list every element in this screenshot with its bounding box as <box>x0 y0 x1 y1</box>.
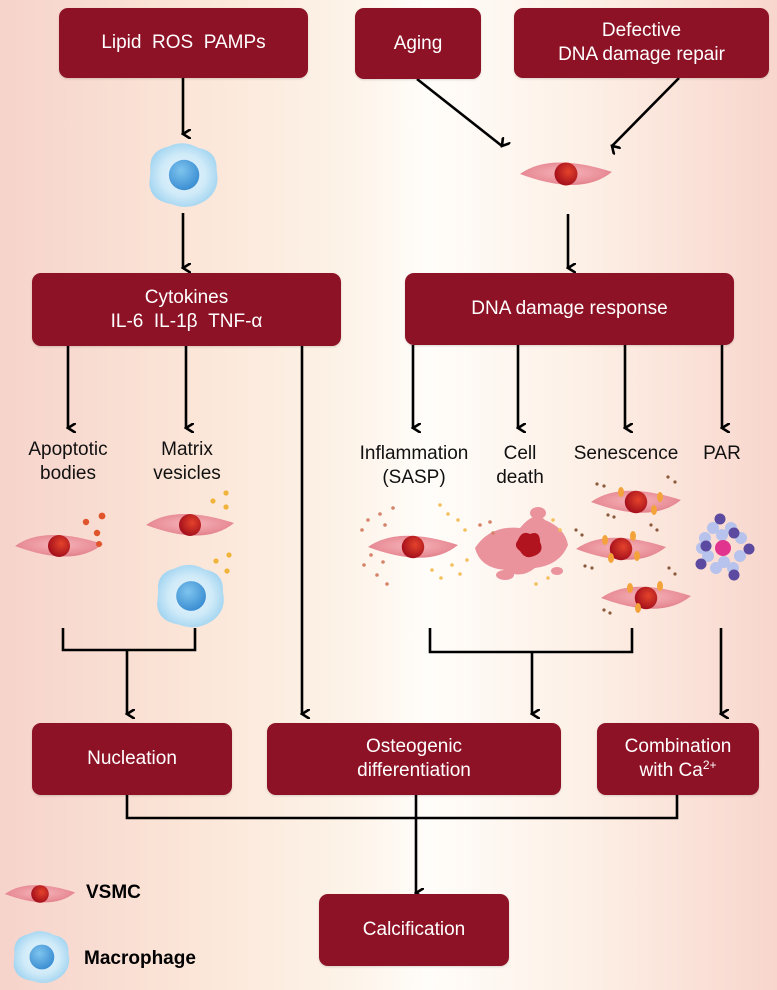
matrix-line1: Matrix <box>161 439 213 460</box>
dna-damage-response-label: DNA damage response <box>471 298 668 320</box>
senescence-cells-icon <box>574 475 691 615</box>
matrix-line2: vesicles <box>153 462 221 484</box>
aging-label: Aging <box>393 32 443 54</box>
vsmc-apoptotic-icon <box>15 534 103 557</box>
matrix-vesicles-icon <box>210 490 232 574</box>
osteogenic-line2: differentiation <box>357 760 471 781</box>
defective-repair-line1: Defective <box>601 20 682 42</box>
apoptotic-bodies-icon <box>82 512 106 547</box>
bracket-left <box>61 628 197 652</box>
senescence-text: Senescence <box>573 443 679 464</box>
combination-line1: Combination <box>624 736 732 758</box>
lipid-ros-pamps-label: Lipid ROS PAMPs <box>101 32 266 54</box>
vsmc-icon <box>520 162 612 186</box>
inflammation-line2: (SASP) <box>382 466 446 488</box>
arrow-repair-to-vsmc <box>612 77 680 146</box>
cytokines-box: Cytokines IL-6 IL-1β TNF-α <box>32 273 341 346</box>
cytokines-line2: IL-6 IL-1β TNF-α <box>110 310 263 332</box>
osteogenic-differentiation-box: Osteogenic differentiation <box>267 723 561 795</box>
osteogenic-line1: Osteogenic <box>365 736 463 758</box>
macrophage-matrix-icon <box>157 564 224 628</box>
calcium-charge: 2+ <box>702 758 717 772</box>
arrow-aging-to-vsmc <box>416 77 502 146</box>
apoptotic-line1: Apoptotic <box>28 439 108 460</box>
combination-line2: with Ca2+ <box>639 759 716 783</box>
dna-damage-response-box: DNA damage response <box>405 273 734 345</box>
nucleation-box: Nucleation <box>32 723 232 795</box>
legend-vsmc-label: VSMC <box>86 882 141 903</box>
vsmc-inflammation-icon <box>368 535 458 559</box>
cytokines-line1: Cytokines <box>144 286 229 308</box>
inflammation-line1: Inflammation <box>359 443 469 464</box>
inflammation-sasp-label: Inflammation (SASP) <box>346 442 482 490</box>
lipid-ros-pamps-box: Lipid ROS PAMPs <box>59 8 308 78</box>
nucleation-label: Nucleation <box>87 748 177 770</box>
defective-repair-line2: DNA damage repair <box>558 44 725 65</box>
cell-death-line1: Cell <box>503 443 537 464</box>
sasp-particles-icon <box>360 503 469 586</box>
senescence-label: Senescence <box>564 442 688 466</box>
cell-death-line2: death <box>496 466 544 488</box>
defective-dna-repair-box: Defective DNA damage repair <box>514 8 769 78</box>
combination-line2-prefix: with Ca <box>639 760 703 781</box>
merge-line <box>125 795 679 820</box>
cell-death-label: Cell death <box>486 442 554 490</box>
par-polymer-icon <box>695 513 755 581</box>
macrophage-icon <box>149 143 218 207</box>
par-text: PAR <box>703 443 741 464</box>
matrix-vesicles-label: Matrix vesicles <box>138 438 236 486</box>
legend-macrophage-label: Macrophage <box>84 948 196 969</box>
aging-box: Aging <box>355 8 481 79</box>
apoptotic-line2: bodies <box>40 462 96 484</box>
combination-ca-box: Combination with Ca2+ <box>597 723 759 795</box>
calcification-label: Calcification <box>362 919 466 941</box>
cell-death-icon <box>475 507 568 586</box>
vsmc-matrix-icon <box>146 513 234 536</box>
legend-vsmc-icon <box>4 885 76 903</box>
calcification-box: Calcification <box>319 894 509 966</box>
par-label: PAR <box>694 442 750 466</box>
apoptotic-bodies-label: Apoptotic bodies <box>12 438 124 486</box>
legend-macrophage-icon <box>13 931 70 984</box>
